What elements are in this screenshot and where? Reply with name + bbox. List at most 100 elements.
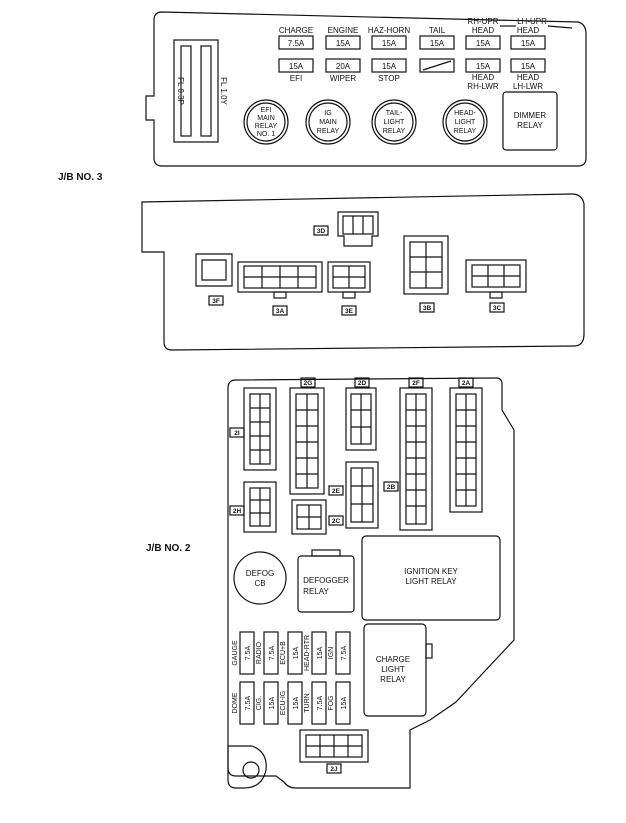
relay-tail-line3: RELAY bbox=[383, 128, 406, 135]
relay-efi-line1: EFI bbox=[261, 107, 272, 114]
tag-2a: 2A bbox=[462, 380, 471, 387]
relay-ig-line2: MAIN bbox=[319, 119, 337, 126]
fuse-label-ecu-b: ECU+B bbox=[280, 641, 287, 665]
fuse-label-cig: CIG. bbox=[256, 696, 263, 710]
fuse-rating-efi: 15A bbox=[289, 62, 304, 71]
relay-head-line1: HEAD- bbox=[454, 110, 476, 117]
tag-2j: 2J bbox=[330, 766, 338, 773]
tag-2i: 2I bbox=[234, 430, 240, 437]
tag-3a: 3A bbox=[276, 308, 285, 315]
defog-cb-line2: CB bbox=[254, 579, 265, 588]
fuse-rating-stop: 15A bbox=[382, 62, 397, 71]
fusible-link-0-3p: FL 0.3P bbox=[176, 77, 185, 105]
tag-3b: 3B bbox=[423, 305, 432, 312]
fuse-charge bbox=[278, 35, 314, 50]
relay-headlight-circle bbox=[442, 99, 488, 145]
fuse-rating-cig: 15A bbox=[269, 696, 276, 709]
relay-efi-main-circle bbox=[243, 99, 289, 145]
tag-3e: 3E bbox=[345, 308, 354, 315]
fuse-rating-ecu-b: 15A bbox=[293, 646, 300, 659]
charge-light-relay bbox=[363, 623, 427, 717]
relay-ig-line3: RELAY bbox=[317, 128, 340, 135]
fuse-label-fog: FOG bbox=[328, 695, 335, 710]
fuse-rating-ign: 7.5A bbox=[341, 645, 348, 660]
defogger-relay-line2: RELAY bbox=[303, 587, 329, 596]
ignition-relay-line1: IGNITION KEY bbox=[404, 567, 458, 576]
jb2-title: J/B NO. 2 bbox=[146, 543, 191, 554]
connector-2j bbox=[299, 729, 369, 763]
tag-2h: 2H bbox=[233, 508, 242, 515]
relay-efi-line4: NO. 1 bbox=[257, 131, 275, 138]
tag-3c: 3C bbox=[493, 305, 502, 312]
fuse-rating-gauge: 7.5A bbox=[245, 645, 252, 660]
fuse-label-gauge: GAUGE bbox=[232, 640, 239, 666]
fuse-tail bbox=[419, 35, 455, 50]
fuse-rating-dome: 7.5A bbox=[245, 695, 252, 710]
charge-relay-line1: CHARGE bbox=[376, 655, 410, 664]
fuse-rating-fog: 15A bbox=[341, 696, 348, 709]
jb3-title: J/B NO. 3 bbox=[58, 172, 103, 183]
relay-taillight-circle bbox=[371, 99, 417, 145]
fuse-lh-upr bbox=[510, 35, 546, 50]
relay-head-line2: LIGHT bbox=[455, 119, 476, 126]
defog-cb-line1: DEFOG bbox=[246, 569, 274, 578]
defog-circuit-breaker bbox=[233, 551, 287, 605]
relay-head-line3: RELAY bbox=[454, 128, 477, 135]
fuse-rating-wiper: 20A bbox=[336, 62, 351, 71]
mounting-tab bbox=[227, 745, 267, 789]
fuse-rating-turn: 7.5A bbox=[317, 695, 324, 710]
fuse-rating-engine: 15A bbox=[336, 39, 351, 48]
tag-3f: 3F bbox=[212, 298, 220, 305]
connector-2f bbox=[399, 387, 433, 531]
fuse-stop bbox=[371, 58, 407, 73]
relay-tail-line1: TAIL- bbox=[386, 110, 403, 117]
relay-efi-line3: RELAY bbox=[255, 123, 278, 130]
fuse-label-stop: STOP bbox=[378, 74, 400, 83]
fuse-rating-lh-lwr: 15A bbox=[521, 62, 536, 71]
fuse-label-head-rtr: HEAD-RTR bbox=[304, 635, 311, 671]
fuse-lh-lwr bbox=[510, 58, 546, 73]
fuse-label-efi: EFI bbox=[290, 74, 302, 83]
fuse-label-rh-lwr-2: RH-LWR bbox=[467, 82, 499, 91]
fuse-rating-rh-lwr: 15A bbox=[476, 62, 491, 71]
fuse-rating-ecu-ig: 15A bbox=[293, 696, 300, 709]
relay-tail-line2: LIGHT bbox=[384, 119, 405, 126]
defogger-relay-line1: DEFOGGER bbox=[303, 576, 349, 585]
fuse-label-rh-upr-1: RH-UPR bbox=[467, 17, 498, 26]
fuse-wiper bbox=[325, 58, 361, 73]
fuse-label-lh-lwr-1: HEAD bbox=[517, 73, 539, 82]
connector-3b bbox=[403, 235, 449, 295]
fuse-label-rh-lwr-1: HEAD bbox=[472, 73, 494, 82]
relay-dimmer-box bbox=[502, 91, 558, 151]
fuse-label-haz-horn: HAZ-HORN bbox=[368, 26, 410, 35]
connector-2d bbox=[345, 387, 377, 451]
fuse-efi bbox=[278, 58, 314, 73]
charge-relay-line3: RELAY bbox=[380, 675, 406, 684]
jb2-block bbox=[227, 377, 515, 789]
fuse-label-tail: TAIL bbox=[429, 26, 446, 35]
fuse-label-dome: DOME bbox=[232, 692, 239, 713]
fuse-rating-head-rtr: 15A bbox=[317, 646, 324, 659]
fuse-spare bbox=[419, 58, 455, 73]
fuse-rating-lh-upr: 15A bbox=[521, 39, 536, 48]
fuse-label-engine: ENGINE bbox=[328, 26, 359, 35]
tag-2d: 2D bbox=[358, 380, 367, 387]
fuse-label-wiper: WIPER bbox=[330, 74, 356, 83]
tag-2e: 2E bbox=[332, 488, 341, 495]
fuse-rating-tail: 15A bbox=[430, 39, 445, 48]
relay-dimmer-line1: DIMMER bbox=[514, 111, 547, 120]
relay-ig-main-circle bbox=[305, 99, 351, 145]
fusible-link-group bbox=[173, 39, 219, 143]
connector-2a bbox=[449, 387, 483, 513]
connector-3d bbox=[337, 211, 379, 247]
fuse-rating-radio: 7.5A bbox=[269, 645, 276, 660]
tag-3d: 3D bbox=[317, 228, 326, 235]
fuse-label-lh-upr-2: HEAD bbox=[517, 26, 539, 35]
relay-dimmer-line2: RELAY bbox=[517, 121, 543, 130]
relay-efi-line2: MAIN bbox=[257, 115, 275, 122]
connector-3f bbox=[195, 253, 233, 287]
connector-2c bbox=[291, 499, 327, 535]
relay-ig-line1: IG bbox=[324, 110, 331, 117]
tag-2b: 2B bbox=[387, 484, 396, 491]
fuse-rh-lwr bbox=[465, 58, 501, 73]
